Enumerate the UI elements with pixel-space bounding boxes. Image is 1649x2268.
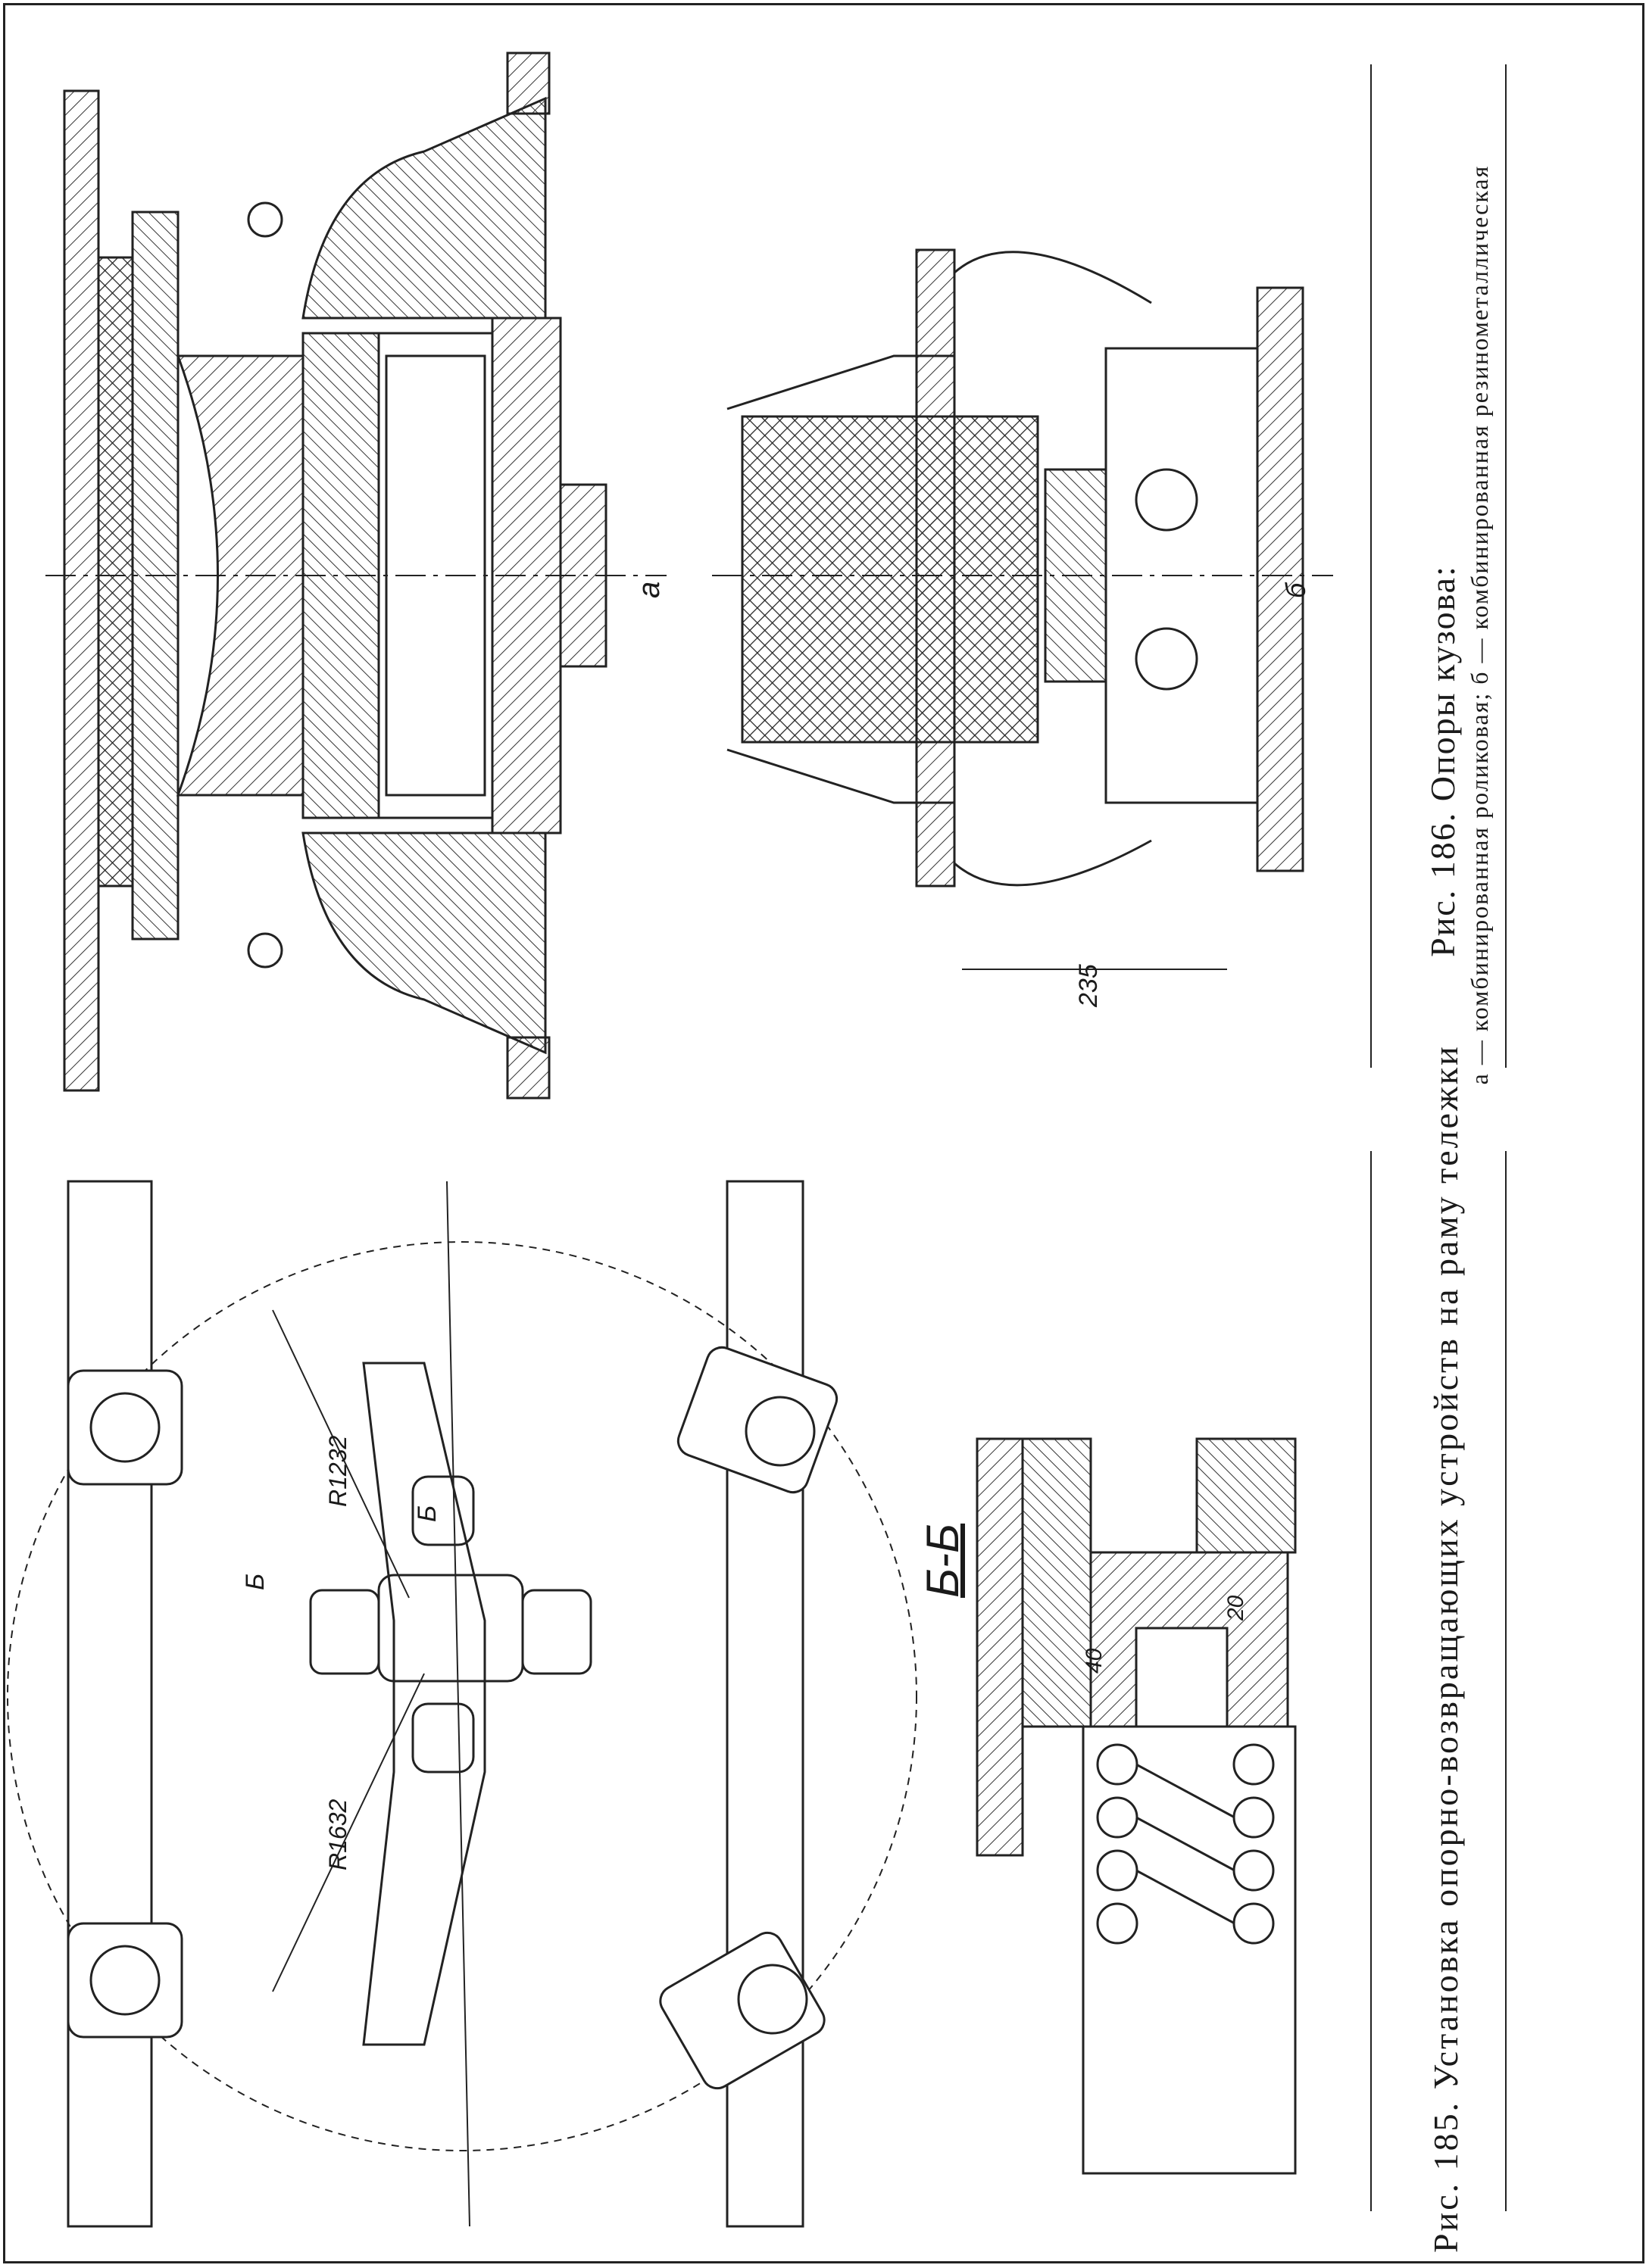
radius-r1632-label: R1632 bbox=[324, 1798, 351, 1870]
section-bb-drawing bbox=[976, 1437, 1297, 2175]
roller-support-drawing bbox=[45, 51, 667, 1100]
section-bb-title: Б-Б bbox=[917, 1523, 968, 1598]
figure-186-caption: Рис. 186. Опоры кузова: bbox=[1423, 565, 1462, 957]
dimension-235: 235 bbox=[1074, 964, 1103, 1007]
page-border bbox=[3, 3, 1644, 2263]
dimension-20: 20 bbox=[1223, 1595, 1248, 1621]
section-marker-left: Б bbox=[241, 1573, 270, 1590]
label-b: б bbox=[1280, 582, 1311, 598]
section-marker-right: Б bbox=[413, 1505, 442, 1522]
caption-rules bbox=[1370, 64, 1507, 2211]
rubber-metal-support-drawing bbox=[712, 248, 1333, 970]
bogie-frame-plan-drawing bbox=[7, 1180, 917, 2228]
radius-r1232-label: R1232 bbox=[324, 1435, 351, 1507]
dimension-40: 40 bbox=[1082, 1648, 1107, 1674]
label-a: а bbox=[632, 581, 666, 598]
figure-186-subcaption: а — комбинированная роликовая; б — комби… bbox=[1466, 164, 1493, 1085]
figure-185-caption: Рис. 185. Установка опорно-возвращающих … bbox=[1426, 1044, 1465, 2253]
